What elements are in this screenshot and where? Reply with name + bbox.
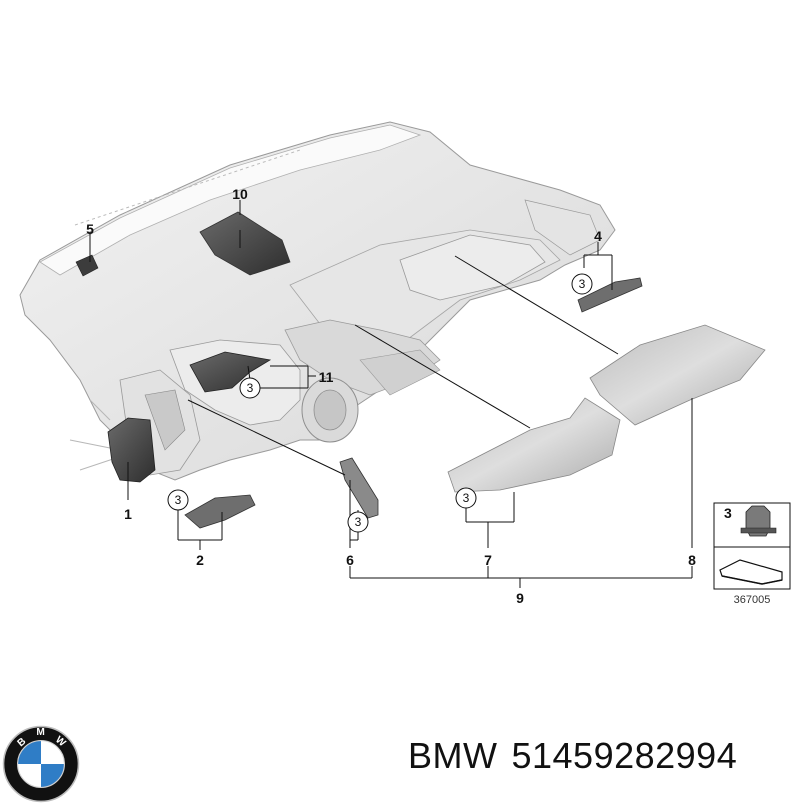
- callout-8: 8: [688, 552, 696, 568]
- clip-legend: 3 367005: [713, 502, 791, 606]
- part-8-trim: [589, 324, 766, 426]
- clip-label: 3: [355, 515, 362, 529]
- trim-piece-icon: [719, 559, 783, 585]
- reference-code: 367005: [734, 594, 771, 606]
- callout-1: 1: [124, 506, 132, 522]
- part-10-cover: [199, 211, 291, 276]
- part-4-trim: [577, 277, 643, 313]
- bmw-logo: B M W: [2, 725, 80, 803]
- callout-5: 5: [86, 221, 94, 237]
- dashboard-illustration: [19, 121, 616, 481]
- part-callouts: 5 10 4 11 1 2 6 7 8 9: [86, 186, 696, 606]
- callout-4: 4: [594, 228, 602, 244]
- callout-7: 7: [484, 552, 492, 568]
- part-1-panel: [107, 417, 156, 483]
- callout-11: 11: [319, 369, 334, 385]
- svg-text:M: M: [36, 727, 44, 738]
- part-5-cover: [75, 254, 99, 277]
- part-7-trim: [447, 397, 621, 493]
- part-2-trim: [184, 494, 256, 529]
- part-caption: BMW 51459282994: [408, 735, 792, 777]
- legend-item-number: 3: [724, 505, 732, 521]
- clip-icon: [740, 505, 777, 537]
- brand-name: BMW: [408, 735, 498, 776]
- clip-label: 3: [247, 381, 254, 395]
- callout-10: 10: [232, 186, 248, 202]
- clip-label: 3: [463, 491, 470, 505]
- part-number: 51459282994: [511, 735, 738, 776]
- callout-2: 2: [196, 552, 204, 568]
- clip-label: 3: [579, 277, 586, 291]
- callout-9: 9: [516, 590, 524, 606]
- leader-lines: [89, 200, 693, 588]
- callout-6: 6: [346, 552, 354, 568]
- part-11-trim: [189, 351, 272, 393]
- clip-label: 3: [175, 493, 182, 507]
- clip-callouts: 3 3 3 3 3: [167, 273, 593, 533]
- part-6-strip: [339, 457, 379, 519]
